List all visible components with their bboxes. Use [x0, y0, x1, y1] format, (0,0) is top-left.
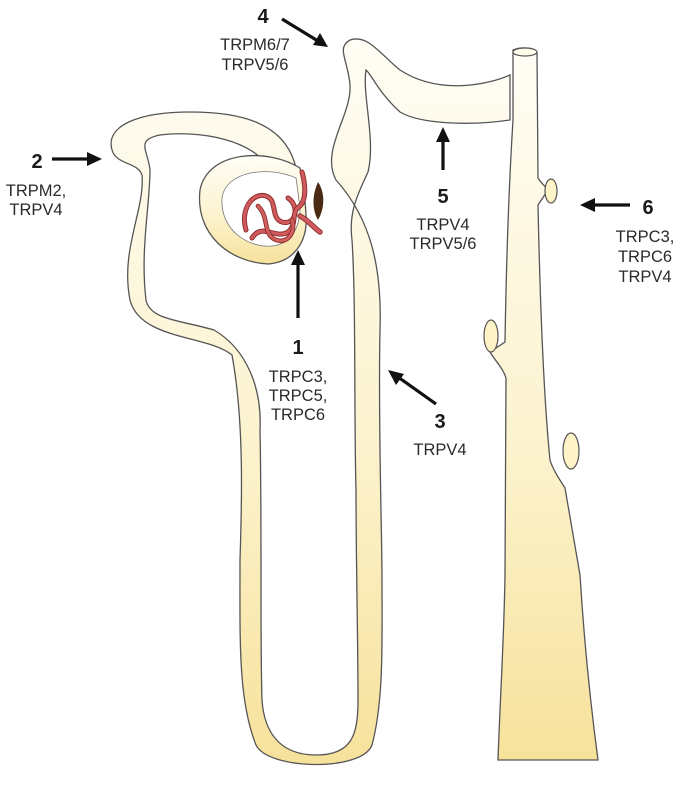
collecting-duct: [489, 47, 599, 761]
label-4-number: 4: [257, 6, 269, 28]
label-5-number: 5: [437, 186, 448, 208]
label-3-channel: TRPV4: [413, 441, 466, 459]
duct-branch-upper: [544, 178, 558, 204]
label-2-number: 2: [31, 151, 42, 173]
label-4: 4 TRPM6/7 TRPV5/6: [220, 6, 290, 74]
arrow-4: [281, 17, 328, 47]
label-1-channel: TRPC3,: [269, 368, 328, 386]
label-5: 5 TRPV4 TRPV5/6: [410, 186, 477, 253]
label-6: 6 TRPC3, TRPC6 TRPV4: [616, 197, 675, 286]
label-1-channel: TRPC6: [271, 406, 325, 424]
label-6-channel: TRPV4: [618, 268, 671, 286]
label-5-channel: TRPV4: [416, 216, 469, 234]
arrow-2: [52, 152, 102, 166]
label-3-number: 3: [434, 411, 445, 433]
label-4-channel: TRPM6/7: [220, 36, 290, 54]
duct-top-opening: [512, 47, 538, 57]
label-3: 3 TRPV4: [413, 411, 466, 459]
label-6-number: 6: [642, 197, 653, 219]
duct-branch-lower: [562, 432, 580, 470]
arrow-5: [436, 127, 450, 170]
label-6-channel: TRPC6: [618, 248, 672, 266]
arrow-3: [388, 370, 437, 406]
label-2-channel: TRPM2,: [6, 182, 67, 200]
label-5-channel: TRPV5/6: [410, 235, 477, 253]
label-2-channel: TRPV4: [9, 201, 62, 219]
duct-branch-middle: [483, 319, 499, 353]
label-6-channel: TRPC3,: [616, 228, 675, 246]
arrow-6: [580, 198, 630, 212]
label-1: 1 TRPC3, TRPC5, TRPC6: [269, 337, 328, 424]
label-4-channel: TRPV5/6: [222, 56, 289, 74]
glomerulus: [242, 169, 323, 244]
label-1-channel: TRPC5,: [269, 387, 328, 405]
label-2: 2 TRPM2, TRPV4: [6, 151, 67, 219]
label-1-number: 1: [292, 337, 303, 359]
arrow-1: [291, 250, 305, 318]
nephron-tubule: [110, 38, 511, 766]
macula-densa: [313, 182, 324, 220]
